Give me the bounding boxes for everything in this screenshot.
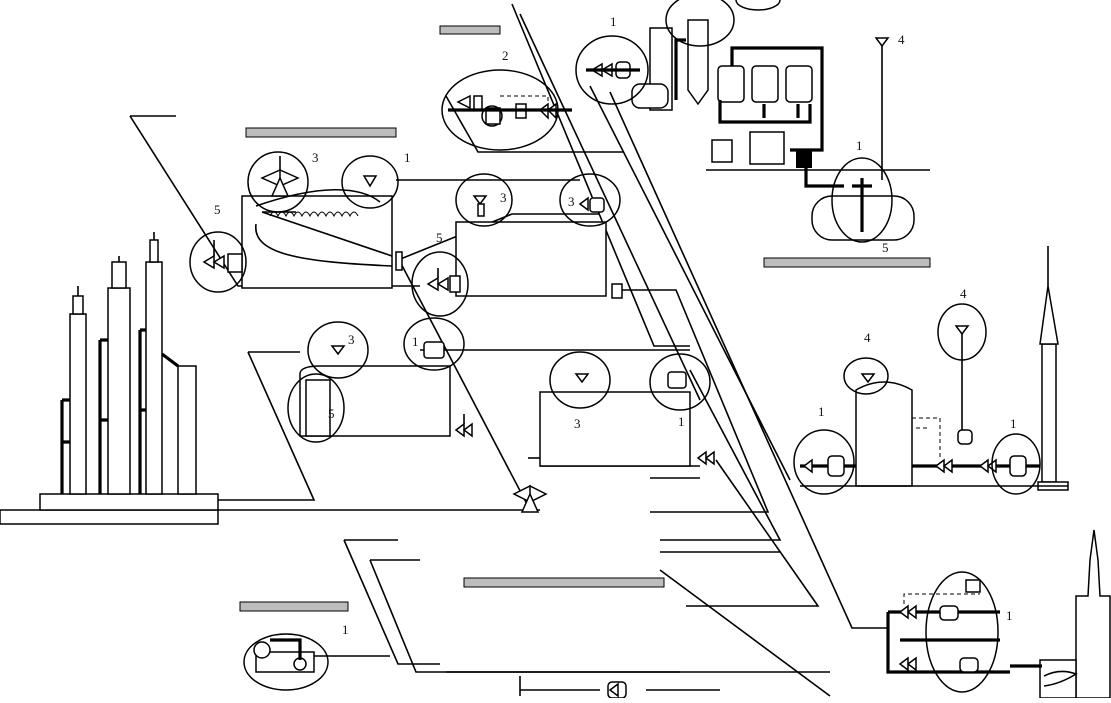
caption-smudge-top (439, 25, 501, 35)
column-base-lower (0, 509, 219, 525)
bottom-left-pump (253, 638, 315, 673)
marker-4: 4 (898, 32, 905, 47)
connecting-lines (52, 3, 888, 697)
illegible-captions (239, 25, 931, 612)
marker-16: 1 (856, 138, 863, 153)
marker-9: 3 (348, 332, 355, 347)
marker-11: 5 (328, 406, 335, 421)
top-right-plant (631, 19, 930, 241)
storage-tank-left (299, 365, 451, 437)
column-3 (145, 261, 163, 495)
marker-3: 3 (312, 150, 319, 165)
marker-21: 1 (818, 404, 825, 419)
marker-2: 2 (502, 48, 509, 63)
marker-15: 3 (568, 194, 575, 209)
marker-17: 1 (342, 622, 349, 637)
marker-10: 1 (412, 334, 419, 349)
caption-smudge-right (763, 257, 931, 268)
scrubber-and-stack (800, 246, 1069, 491)
caption-smudge-center-bottom (463, 577, 665, 588)
storage-tank-upper (455, 221, 607, 297)
marker-13: 1 (678, 414, 685, 429)
heater-tank-body (241, 195, 393, 289)
marker-14: 5 (882, 240, 889, 255)
marker-1: 1 (610, 14, 617, 29)
column-base-upper (39, 493, 219, 511)
marker-12: 3 (574, 416, 581, 431)
column-4 (177, 365, 197, 495)
marker-7: 3 (500, 190, 507, 205)
marker-5: 5 (214, 202, 221, 217)
marker-22: 1 (1010, 416, 1017, 431)
marker-20: 4 (864, 330, 871, 345)
number-markers: 1 2 3 4 5 1 3 5 3 1 5 3 1 5 3 1 1 4 4 1 … (214, 14, 1017, 637)
callout-circles (189, 0, 1041, 693)
caption-smudge-bottom-left (239, 601, 349, 612)
burner-unit (886, 529, 1111, 699)
distillation-columns (0, 232, 219, 525)
marker-23: 1 (1006, 608, 1013, 623)
marker-8: 5 (436, 230, 443, 245)
column-2 (107, 287, 131, 495)
caption-smudge-left-tank (245, 127, 397, 138)
marker-6: 1 (404, 150, 411, 165)
heater-tank (241, 188, 403, 289)
column-1 (69, 313, 87, 495)
marker-19: 4 (960, 286, 967, 301)
